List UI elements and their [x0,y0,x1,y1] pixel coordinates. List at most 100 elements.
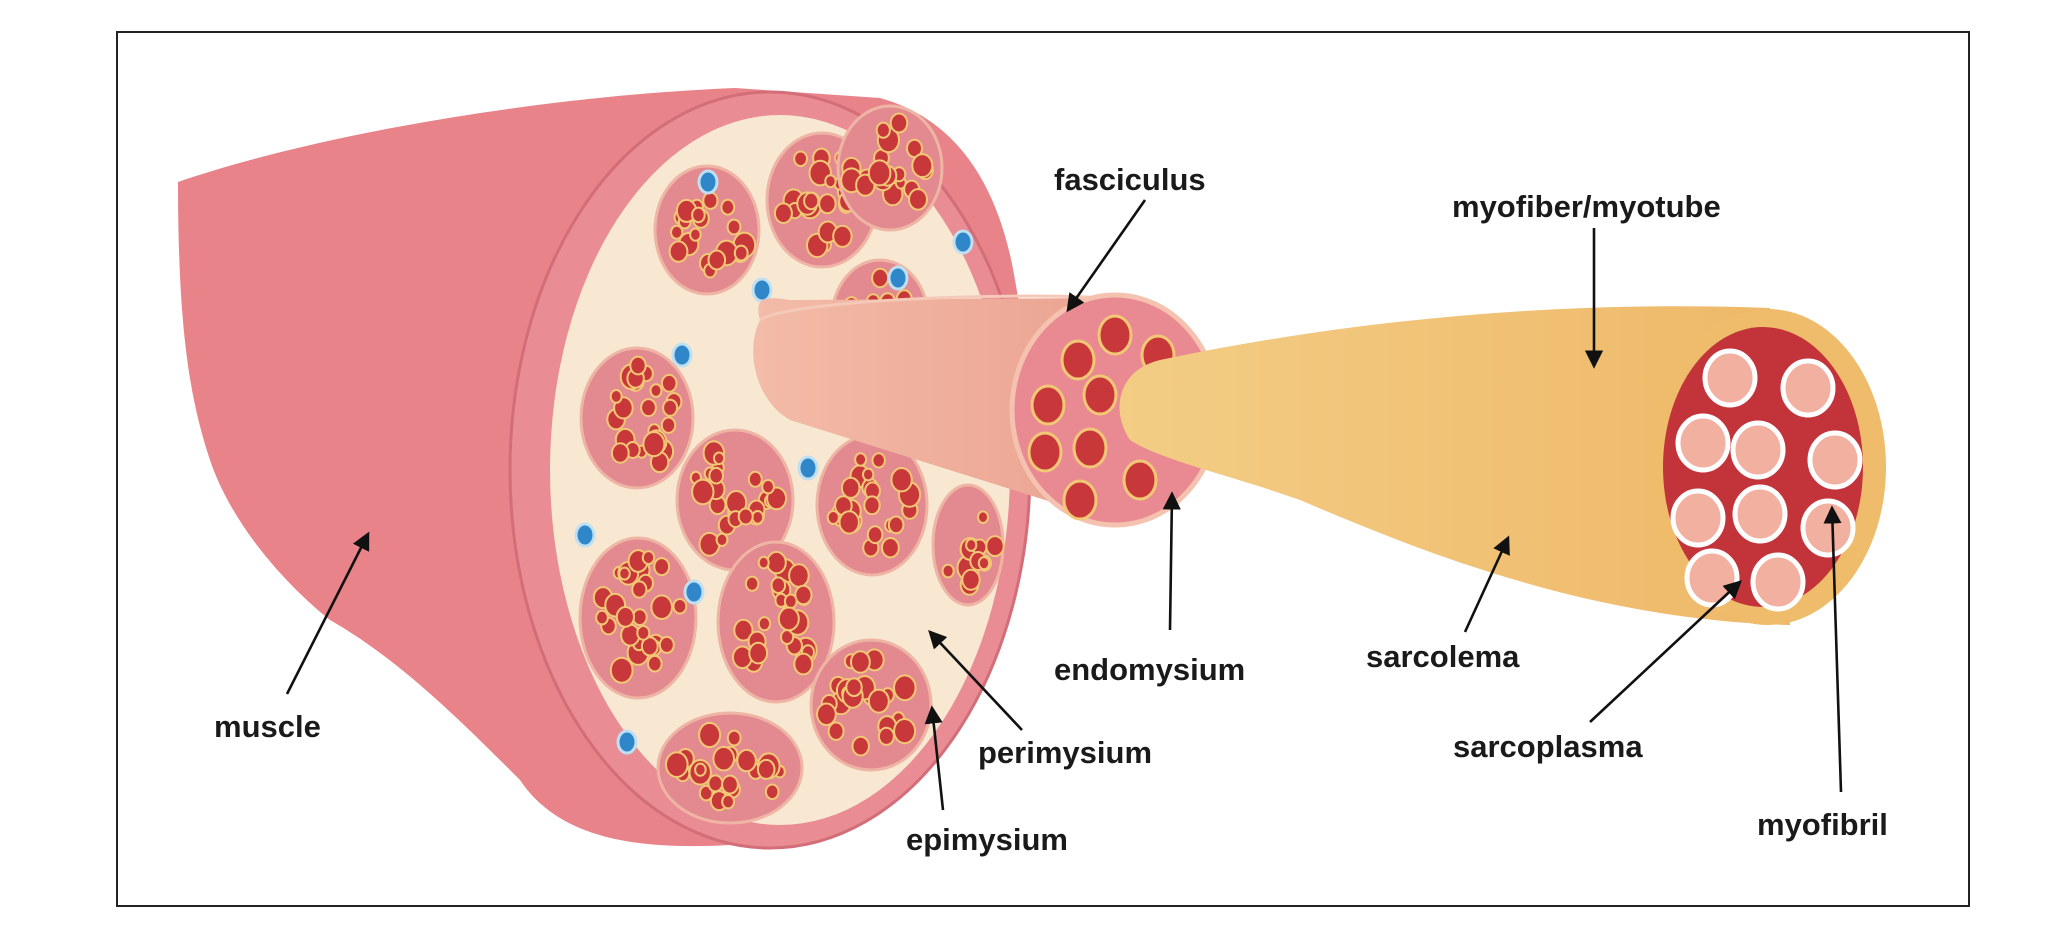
muscle-fiber-dot [816,702,837,727]
blue-cell [671,342,693,368]
label-fasciculus: fasciculus [1054,162,1206,197]
muscle-fiber-dot [961,568,981,591]
muscle-fiber-dot [766,550,787,575]
muscle-fiber-dot [773,202,793,224]
muscle-fiber-dot [764,783,780,801]
blue-cell [683,579,705,605]
fascicle [656,711,804,825]
muscle-fiber-dot [793,652,814,676]
muscle-fiber-dot [748,641,769,665]
label-muscle: muscle [214,709,321,744]
muscle-fiber-dot [803,191,820,211]
muscle-fiber-dot [698,784,714,802]
muscle-fiber-dot [712,745,736,772]
muscle-fiber-dot [747,470,763,488]
label-sarcoplasma: sarcoplasma [1453,729,1643,764]
muscle-fiber-dot [733,244,749,262]
muscle-fiber-dot [689,227,702,242]
fasciculus-fiber [1097,314,1133,356]
muscle-fiber-dot [668,240,689,263]
muscle-fiber-dot [702,191,719,210]
muscle-fiber-dot [840,476,861,499]
muscle-fiber-dot [871,267,890,289]
fascicle [675,428,795,572]
muscle-fiber-dot [893,674,917,702]
muscle-fiber-dot [777,606,800,632]
arrow-endomysium [1162,491,1181,631]
label-myofibril: myofibril [1757,807,1888,842]
muscle-fiber-dot [665,751,689,778]
muscle-fiber-dot [609,656,634,684]
muscle-fiber-dot [744,575,760,592]
muscle-fiber-dot [757,616,772,632]
muscle-fiber-dot [794,584,813,606]
fascicle [653,164,761,296]
muscle-fiber-dot [595,609,609,626]
blue-cell [697,169,719,195]
fasciculus-fiber [1122,459,1158,501]
muscle-fiber-dot [911,153,934,179]
muscle-fiber-dot [641,550,656,566]
muscle-fiber-dot [660,373,678,393]
muscle-fiber-dot [985,535,1005,558]
muscle-fiber-dot [640,398,657,418]
muscle-fiber-dot [721,774,739,795]
muscle-fiber-dot [863,495,881,516]
muscle-fiber-dot [757,555,770,570]
label-epimysium: epimysium [906,822,1068,857]
muscle-fiber-dot [662,398,679,417]
muscle-fiber-dot [770,576,787,595]
arrow-sarcolema [1463,535,1510,633]
muscle-fiber-dot [647,654,663,673]
fascicle [815,433,929,577]
muscle-fiber-dot [788,563,810,588]
myofibril [1780,358,1836,418]
muscle-fiber-dot [832,224,853,248]
fascicle [716,540,836,704]
muscle-fiber-dot [881,537,900,559]
muscle-fiber-dot [862,467,875,482]
muscle-fiber-dot [854,452,868,467]
arrow-myofibril [1823,505,1843,793]
fascicle-group [578,104,1005,825]
arrow-fasciculus [1066,199,1147,313]
fasciculus-fiber [1062,479,1098,521]
fascicle [578,536,698,700]
myofibril [1684,548,1740,608]
blue-cell-group [574,169,974,755]
muscle-fiber-dot [660,416,677,434]
fasciculus-fiber [1072,427,1108,469]
myofibril [1702,348,1758,408]
muscle-fiber-dot [698,721,722,749]
myofiber-tube [1119,306,1886,625]
muscle-fiber-dot [965,538,978,552]
muscle-fiber-dot [889,112,909,134]
muscle-fiber-dot [609,389,623,404]
muscle-fiber-dot [733,618,754,642]
muscle-fiber-dot [726,729,742,747]
muscle-fiber-dot [707,774,724,793]
label-myofiber: myofiber/myotube [1452,189,1721,224]
muscle-fiber-dot [720,198,736,216]
muscle-fiber-dot [691,206,706,224]
muscle-fiber-dot [737,507,754,526]
muscle-fiber-dot [615,606,636,628]
muscle-fiber-dot [698,531,721,557]
muscle-fiber-dot [761,479,775,495]
muscle-fiber-dot [851,735,870,757]
label-endomysium: endomysium [1054,652,1245,687]
muscle-fiber-dot [867,159,892,187]
myofibril [1670,488,1726,548]
muscle-fiber-dot [793,150,808,168]
muscle-fiber-dot [827,721,845,741]
muscle-fiber-dot [751,510,765,525]
muscle-fiber-dot [845,677,863,698]
muscle-fiber-dot [826,510,840,525]
muscle-fiber-dot [707,249,727,271]
muscle-fiber-dot [708,466,725,485]
muscle-fiber-dot [610,442,630,464]
muscle-fiber-dot [890,467,913,493]
blue-cell [887,265,909,291]
fasciculus-fiber [1060,339,1096,381]
